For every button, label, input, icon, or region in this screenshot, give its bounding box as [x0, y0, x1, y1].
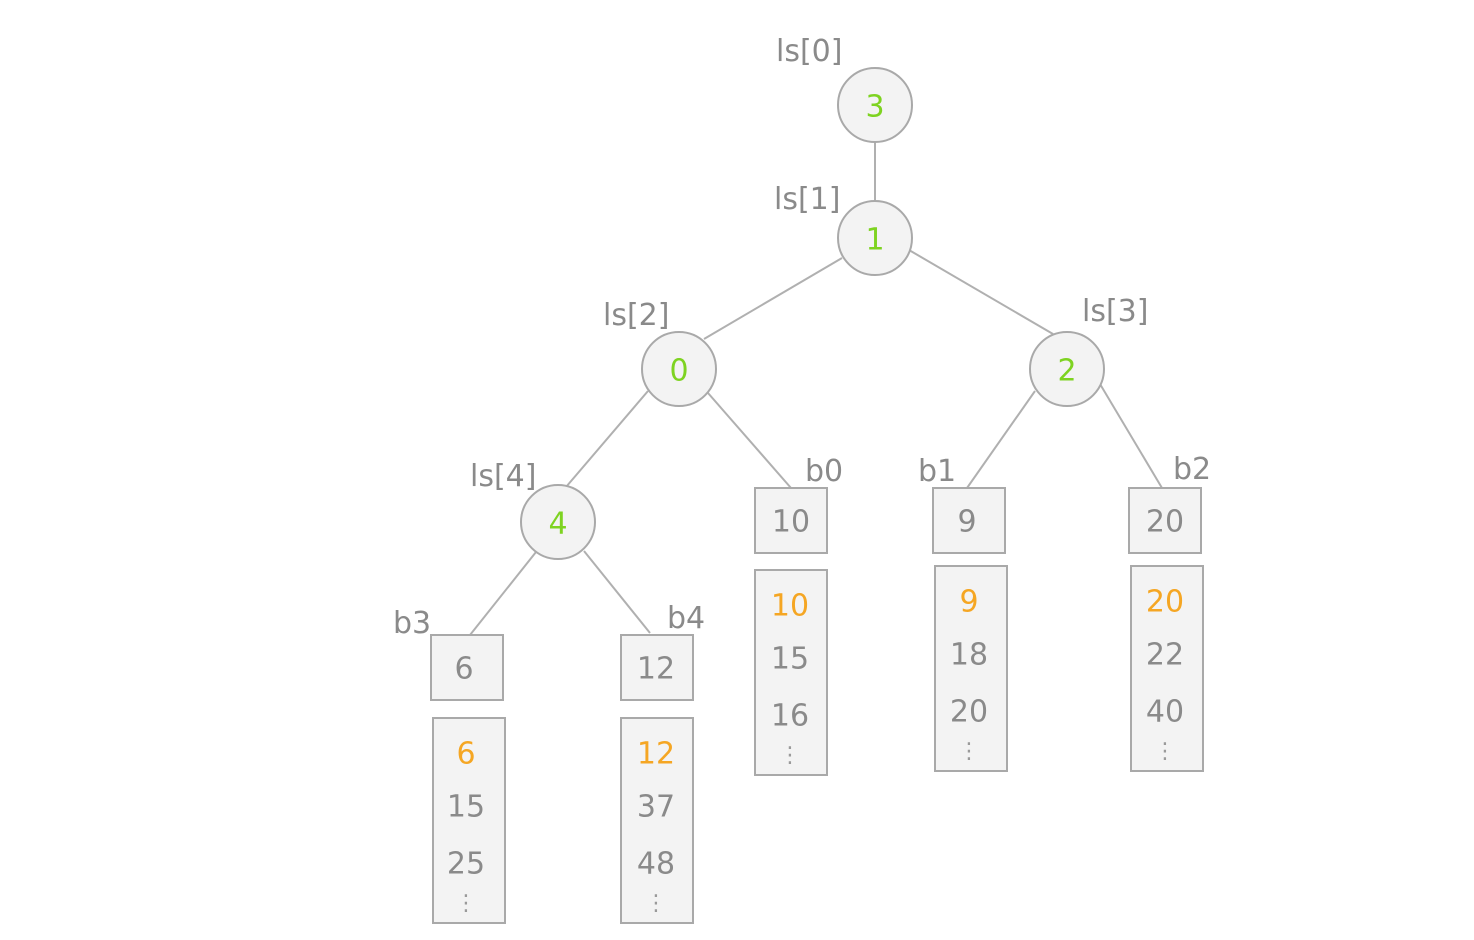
edge-ls3-b1 [966, 390, 1036, 489]
node-value-ls2: 0 [669, 354, 688, 389]
node-value-ls3: 2 [1057, 354, 1076, 389]
node-label-ls4: ls[4] [470, 459, 536, 494]
buffer-more-b3: ⋮ [455, 891, 477, 916]
tree-node-ls3: ls[3] 2 [1029, 294, 1148, 407]
node-circle-ls1 [837, 200, 913, 276]
tree-node-ls2: ls[2] 0 [603, 298, 717, 407]
tree-node-ls1: ls[1] 1 [774, 182, 913, 276]
buffer-b4: b4 12 12 37 48 ⋮ [620, 601, 705, 924]
tree-node-ls4: ls[4] 4 [470, 459, 596, 560]
tree-edges [469, 142, 1163, 636]
node-circle-ls3 [1029, 331, 1105, 407]
buffer-list-item-b0: 10 [771, 589, 809, 624]
edge-ls1-ls3 [908, 249, 1054, 335]
buffer-more-b4: ⋮ [645, 891, 667, 916]
buffer-more-b0: ⋮ [779, 743, 801, 768]
buffer-head-box-b1 [932, 487, 1006, 554]
buffer-label-b0: b0 [805, 454, 843, 489]
node-label-ls3: ls[3] [1082, 294, 1148, 329]
buffer-list-item-b1: 18 [950, 638, 988, 673]
buffer-list-box-b3 [432, 717, 506, 924]
node-label-ls0: ls[0] [776, 34, 842, 69]
buffer-label-b2: b2 [1173, 452, 1211, 487]
edge-ls4-b3 [469, 551, 537, 636]
buffer-list-box-b4 [620, 717, 694, 924]
buffer-head-value-b2: 20 [1146, 505, 1184, 540]
buffer-list-item-b3: 6 [456, 737, 475, 772]
buffer-head-value-b4: 12 [637, 652, 675, 687]
buffer-more-b2: ⋮ [1154, 739, 1176, 764]
edge-ls2-ls4 [565, 390, 649, 488]
buffer-b3: b3 6 6 15 25 ⋮ [393, 606, 506, 924]
buffer-list-item-b3: 15 [447, 790, 485, 825]
buffer-list-box-b0 [754, 569, 828, 776]
buffer-list-item-b0: 15 [771, 642, 809, 677]
buffer-head-box-b3 [430, 634, 504, 701]
node-label-ls2: ls[2] [603, 298, 669, 333]
buffer-list-box-b1 [934, 565, 1008, 772]
buffer-label-b3: b3 [393, 606, 431, 641]
buffer-label-b1: b1 [918, 454, 956, 489]
buffer-head-value-b1: 9 [957, 505, 976, 540]
buffer-list-item-b4: 37 [637, 790, 675, 825]
node-circle-ls4 [520, 484, 596, 560]
buffer-list-item-b1: 9 [959, 585, 978, 620]
node-circle-ls0 [837, 67, 913, 143]
node-circle-ls2 [641, 331, 717, 407]
buffer-b1: b1 9 9 18 20 ⋮ [918, 454, 1008, 772]
tree-node-ls0: ls[0] 3 [776, 34, 913, 143]
buffer-list-item-b0: 16 [771, 699, 809, 734]
buffer-head-value-b3: 6 [454, 652, 473, 687]
buffer-list-item-b2: 20 [1146, 585, 1184, 620]
buffer-more-b1: ⋮ [958, 739, 980, 764]
node-value-ls1: 1 [865, 223, 884, 258]
node-value-ls4: 4 [548, 507, 567, 542]
node-value-ls0: 3 [865, 90, 884, 125]
buffer-head-box-b0 [754, 487, 828, 554]
buffer-list-box-b2 [1130, 565, 1204, 772]
edge-ls4-b4 [583, 550, 651, 634]
buffer-head-box-b2 [1128, 487, 1202, 554]
buffer-list-item-b4: 48 [637, 847, 675, 882]
buffer-list-item-b2: 22 [1146, 638, 1184, 673]
buffer-list-item-b3: 25 [447, 847, 485, 882]
buffer-head-box-b4 [620, 634, 694, 701]
edge-ls1-ls2 [703, 257, 843, 340]
buffer-list-item-b2: 40 [1146, 695, 1184, 730]
buffer-b2: b2 20 20 22 40 ⋮ [1128, 452, 1211, 772]
edge-ls3-b2 [1099, 383, 1163, 489]
buffer-b0: b0 10 10 15 16 ⋮ [754, 454, 843, 776]
buffer-list-item-b1: 20 [950, 695, 988, 730]
buffer-label-b4: b4 [667, 601, 705, 636]
buffer-head-value-b0: 10 [772, 505, 810, 540]
buffer-list-item-b4: 12 [637, 737, 675, 772]
node-label-ls1: ls[1] [774, 182, 840, 217]
edge-ls2-b0 [707, 392, 792, 489]
